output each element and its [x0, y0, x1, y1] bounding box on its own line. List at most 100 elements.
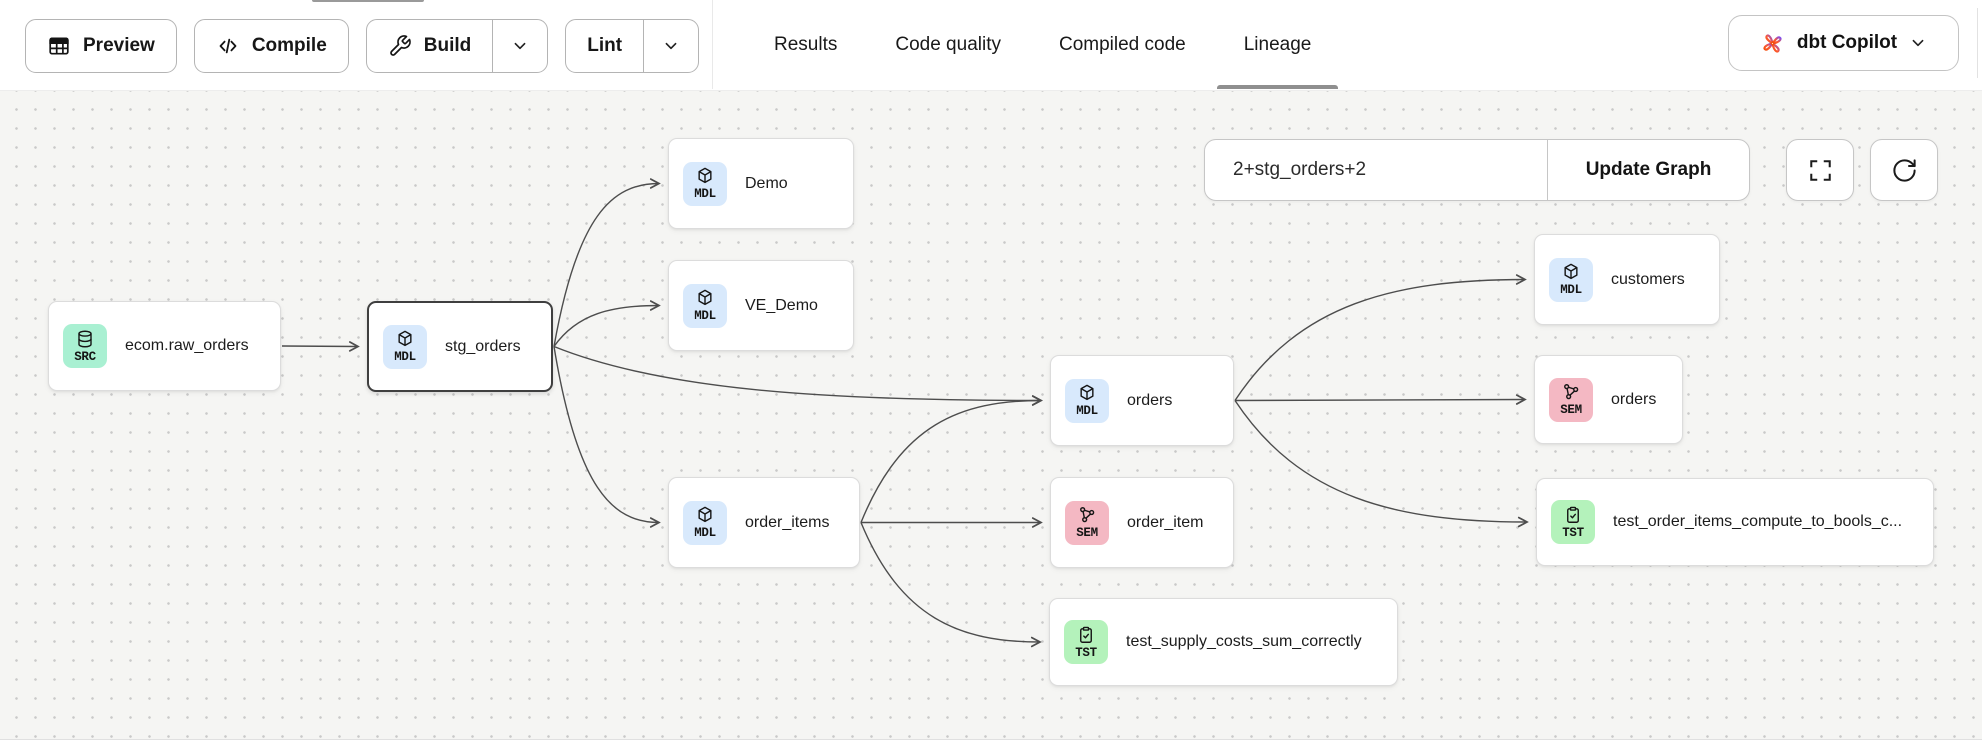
- expand-icon: [1807, 157, 1834, 184]
- refresh-button[interactable]: [1870, 139, 1938, 201]
- clipboard-check-icon: [1563, 505, 1583, 525]
- node-stg_orders[interactable]: MDL stg_orders: [367, 301, 553, 392]
- node-test_order_items[interactable]: TST test_order_items_compute_to_bools_c..…: [1536, 478, 1934, 566]
- mdl-badge: MDL: [1549, 257, 1593, 302]
- graph-selector-group: 2+stg_orders+2 Update Graph: [1204, 139, 1750, 201]
- code-icon: [216, 34, 240, 58]
- result-tabs: Results Code quality Compiled code Lineage: [774, 0, 1338, 89]
- node-label: order_items: [745, 513, 830, 531]
- cube-icon: [1561, 262, 1581, 282]
- preview-button-group: Preview: [25, 19, 177, 73]
- dbt-copilot-label: dbt Copilot: [1796, 32, 1898, 53]
- lint-button-label: Lint: [587, 35, 623, 56]
- node-order_items[interactable]: MDL order_items: [668, 477, 860, 568]
- build-dropdown-button[interactable]: [492, 20, 547, 72]
- badge-label: MDL: [1076, 404, 1098, 419]
- node-label: stg_orders: [445, 337, 521, 355]
- dbt-copilot-icon: [1759, 30, 1786, 57]
- edge-stg_orders-to-orders_model: [553, 345, 1043, 406]
- network-icon: [1077, 505, 1097, 525]
- node-label: VE_Demo: [745, 296, 818, 314]
- edge-orders_model-to-test_order_items: [1234, 400, 1529, 528]
- dbt-copilot-button[interactable]: dbt Copilot: [1728, 15, 1959, 71]
- tab-code-quality[interactable]: Code quality: [895, 33, 1001, 55]
- edge-stg_orders-to-demo: [553, 178, 661, 347]
- edge-orders_model-to-orders_sem: [1234, 394, 1527, 405]
- bottom-strip: [0, 740, 1982, 748]
- toolbar-tabs-divider: [712, 0, 713, 89]
- src-badge: SRC: [63, 324, 107, 368]
- compile-button[interactable]: Compile: [195, 20, 348, 72]
- pane-edge-line: [1977, 8, 1978, 78]
- edge-order_items-to-orders_model: [860, 395, 1043, 523]
- lint-dropdown-button[interactable]: [643, 20, 698, 72]
- refresh-icon: [1891, 157, 1918, 184]
- badge-label: MDL: [694, 309, 716, 324]
- tab-compiled-code[interactable]: Compiled code: [1058, 33, 1186, 55]
- node-orders_sem[interactable]: SEM orders: [1534, 355, 1683, 444]
- cube-icon: [395, 329, 415, 349]
- badge-label: SEM: [1560, 403, 1582, 418]
- mdl-badge: MDL: [683, 283, 727, 328]
- node-label: orders: [1611, 390, 1657, 408]
- badge-label: MDL: [694, 187, 716, 202]
- header: Preview Compile Build Lint Results Code qual…: [0, 0, 1982, 90]
- lint-button[interactable]: Lint: [566, 20, 643, 72]
- node-label: ecom.raw_orders: [125, 337, 249, 354]
- tst-badge: TST: [1551, 500, 1595, 544]
- badge-label: SEM: [1076, 526, 1098, 541]
- badge-label: MDL: [1560, 283, 1582, 298]
- preview-button-label: Preview: [83, 35, 155, 56]
- sem-badge: SEM: [1065, 500, 1109, 545]
- build-button[interactable]: Build: [367, 20, 493, 72]
- fullscreen-button[interactable]: [1786, 139, 1854, 201]
- node-customers[interactable]: MDL customers: [1534, 234, 1720, 325]
- graph-selector-input[interactable]: 2+stg_orders+2: [1233, 159, 1367, 180]
- compile-button-group: Compile: [193, 19, 349, 73]
- edge-stg_orders-to-order_items: [553, 346, 661, 528]
- wrench-icon: [388, 34, 412, 58]
- edge-stg_orders-to-ve_demo: [553, 300, 661, 347]
- node-order_item_sem[interactable]: SEM order_item: [1050, 477, 1234, 568]
- compile-button-label: Compile: [251, 35, 327, 56]
- edge-orders_model-to-customers: [1234, 274, 1527, 401]
- mdl-badge: MDL: [1065, 378, 1109, 423]
- sem-badge: SEM: [1549, 377, 1593, 422]
- tab-results[interactable]: Results: [774, 33, 838, 55]
- node-orders_model[interactable]: MDL orders: [1050, 355, 1234, 446]
- chevron-down-icon: [661, 36, 681, 56]
- network-icon: [1561, 382, 1581, 402]
- preview-button[interactable]: Preview: [26, 20, 176, 72]
- mdl-badge: MDL: [683, 500, 727, 545]
- node-test_supply[interactable]: TST test_supply_costs_sum_correctly: [1049, 598, 1398, 686]
- node-label: customers: [1611, 270, 1685, 288]
- build-button-label: Build: [423, 35, 472, 56]
- file-tab-edge-remnant: [312, 0, 424, 2]
- node-ve_demo[interactable]: MDL VE_Demo: [668, 260, 854, 351]
- mdl-badge: MDL: [383, 324, 427, 369]
- node-label: order_item: [1127, 513, 1204, 531]
- update-graph-button[interactable]: Update Graph: [1585, 159, 1712, 180]
- selector-divider: [1547, 140, 1548, 200]
- badge-label: MDL: [694, 526, 716, 541]
- node-label: orders: [1127, 391, 1173, 409]
- node-label: test_supply_costs_sum_correctly: [1126, 633, 1362, 650]
- table-icon: [47, 34, 71, 58]
- node-label: test_order_items_compute_to_bools_c...: [1613, 513, 1903, 530]
- build-button-group: Build: [365, 19, 549, 73]
- edge-raw_orders-to-stg_orders: [281, 341, 360, 352]
- cube-icon: [695, 288, 715, 308]
- badge-label: MDL: [394, 350, 416, 365]
- cube-icon: [695, 505, 715, 525]
- tst-badge: TST: [1064, 620, 1108, 664]
- chevron-down-icon: [510, 36, 530, 56]
- badge-label: TST: [1562, 525, 1584, 540]
- badge-label: TST: [1075, 645, 1097, 660]
- lint-button-group: Lint: [565, 19, 700, 73]
- node-raw_orders[interactable]: SRC ecom.raw_orders: [48, 301, 281, 391]
- tab-lineage[interactable]: Lineage: [1216, 0, 1338, 89]
- clipboard-check-icon: [1076, 625, 1096, 645]
